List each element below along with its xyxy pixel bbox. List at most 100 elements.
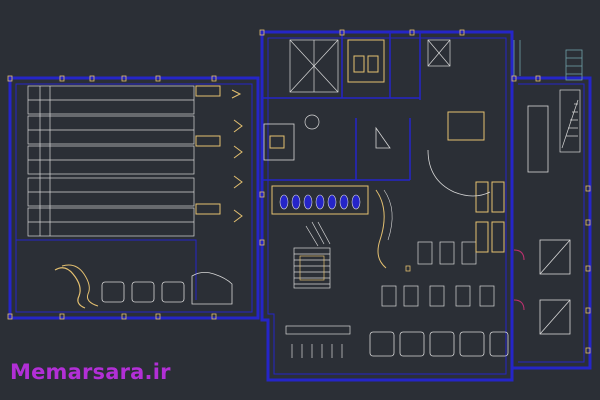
dining-table [461,241,477,265]
meeting-tables [527,105,571,335]
door-swing [513,299,525,311]
column [121,313,127,320]
stair-treads [566,103,578,137]
pin [279,194,289,210]
right-wing-inner-wall [518,83,585,363]
column [585,185,591,192]
column-markers [511,75,591,354]
door-accents [513,249,525,311]
column [459,29,465,36]
curved-partition [383,189,393,241]
seat-pod [131,281,155,303]
pin-deck [195,203,221,215]
left-wing-outer-wall [8,76,260,320]
column [535,75,541,82]
central-outer-wall [260,30,514,382]
dining-table [381,285,397,307]
pin [303,194,313,210]
column [585,347,591,354]
column [259,29,265,36]
elevator-car [347,39,385,83]
office-plant [304,114,320,130]
booth [447,111,485,141]
column-markers [7,75,217,320]
booth-seating [447,111,505,253]
long-table [527,105,549,173]
table-diagonal [539,239,571,275]
pin-deck [195,85,221,97]
office [263,114,320,161]
stair-run [375,126,391,149]
pin [315,194,325,210]
dining-table [455,285,471,307]
dining-tables [381,241,495,307]
pin-decks [195,85,243,223]
pin-display [271,185,369,215]
bowling-lanes [27,85,195,237]
dining-table [479,285,495,307]
left-wing [7,75,260,320]
stair-landing [299,255,325,281]
bar-counter [285,325,351,358]
elevator-door [367,55,379,73]
table-top [539,299,571,335]
column-markers [259,29,465,272]
left-wing-partition [16,239,197,300]
seat-pod [429,331,455,357]
pin [351,194,361,210]
column [7,75,13,82]
shaft [427,39,451,67]
stair-well [559,89,581,153]
curved-partition [375,189,387,269]
seat-pod [369,331,395,357]
curved-bench [54,267,86,309]
elevator-door [353,55,365,73]
seat-pod [489,331,509,357]
column [409,29,415,36]
bar-stools [291,344,343,358]
pin [339,194,349,210]
column [511,75,517,82]
dining-table [417,241,433,265]
column [585,219,591,226]
seat-pod [101,281,125,303]
left-wing-inner-wall [15,83,253,313]
table-top [539,239,571,275]
right-wing [511,40,592,370]
column [585,307,591,314]
central-block [259,29,514,382]
seat-pod [459,331,485,357]
column [155,313,161,320]
ball-return [231,89,243,223]
stair-flight [561,99,579,149]
office-chair [269,135,285,149]
right-wing-outer-wall [512,76,592,370]
pin [327,194,337,210]
top-rooms [262,32,421,181]
curtain-wall-panel [565,49,583,81]
site-watermark: Memarsara.ir [10,360,171,384]
dining-table [429,285,445,307]
seat-pod [399,331,425,357]
table-diagonal [539,299,571,335]
stair-core [347,39,385,83]
pin-display-pins [279,194,361,210]
column [59,75,65,82]
column [155,75,161,82]
pin [291,194,301,210]
service-counter [191,272,233,305]
open-shafts [289,39,451,93]
bottom-seating [369,331,509,357]
dining-table [403,285,419,307]
central-inner-wall [267,37,507,375]
booth [491,181,505,213]
office-desk [263,123,295,161]
door-swing [513,249,525,261]
right-stair [559,89,581,153]
booth [475,221,489,253]
column [259,191,265,198]
pin-display-frame [271,185,369,215]
curtain-wall [513,40,583,81]
